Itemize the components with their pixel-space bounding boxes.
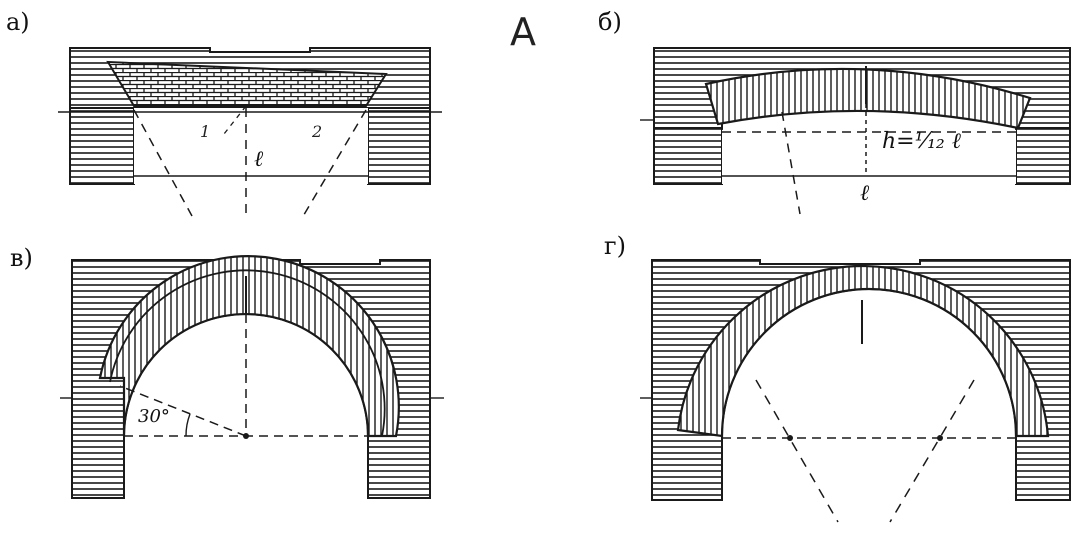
construction-line-a-right bbox=[301, 109, 367, 219]
span-label-b: ℓ bbox=[860, 181, 870, 206]
pier-a-right bbox=[367, 107, 431, 185]
panel-label-g: г) bbox=[604, 232, 626, 260]
semicircular-arch-ring bbox=[98, 255, 400, 438]
pier-a-left bbox=[69, 107, 135, 185]
figure-title: А bbox=[510, 10, 536, 54]
construction-line-g-left bbox=[755, 379, 839, 523]
construction-line-g-right bbox=[889, 379, 975, 523]
panel-g bbox=[640, 259, 1071, 523]
panel-label-b: б) bbox=[598, 8, 622, 36]
pier-b-right bbox=[1015, 127, 1071, 185]
panel-b bbox=[640, 47, 1071, 215]
line-label-2: 2 bbox=[312, 122, 323, 141]
panel-label-a: а) bbox=[6, 8, 30, 36]
centre-point-g-right bbox=[937, 435, 943, 441]
centre-point-v bbox=[243, 433, 249, 439]
opening-b bbox=[722, 115, 1016, 184]
segmental-arch-ring bbox=[704, 67, 1032, 130]
centre-point-g-left bbox=[787, 435, 793, 441]
span-label-a: ℓ bbox=[254, 147, 264, 172]
panel-v bbox=[60, 255, 444, 499]
construction-line-a-left bbox=[133, 109, 193, 217]
pier-b-left bbox=[653, 127, 723, 185]
angle-line-v bbox=[119, 385, 247, 437]
wedge-lintel bbox=[106, 60, 388, 107]
panel-a bbox=[58, 47, 442, 219]
construction-line-b bbox=[781, 111, 801, 215]
radial-arch-ring bbox=[676, 264, 1050, 438]
panel-label-v: в) bbox=[10, 244, 33, 272]
angle-label-v: 30° bbox=[138, 406, 170, 427]
line-label-1: 1 bbox=[200, 122, 211, 141]
rise-formula-label: h=⅟₁₂ ℓ bbox=[882, 129, 961, 154]
angle-arc-v bbox=[185, 413, 191, 437]
